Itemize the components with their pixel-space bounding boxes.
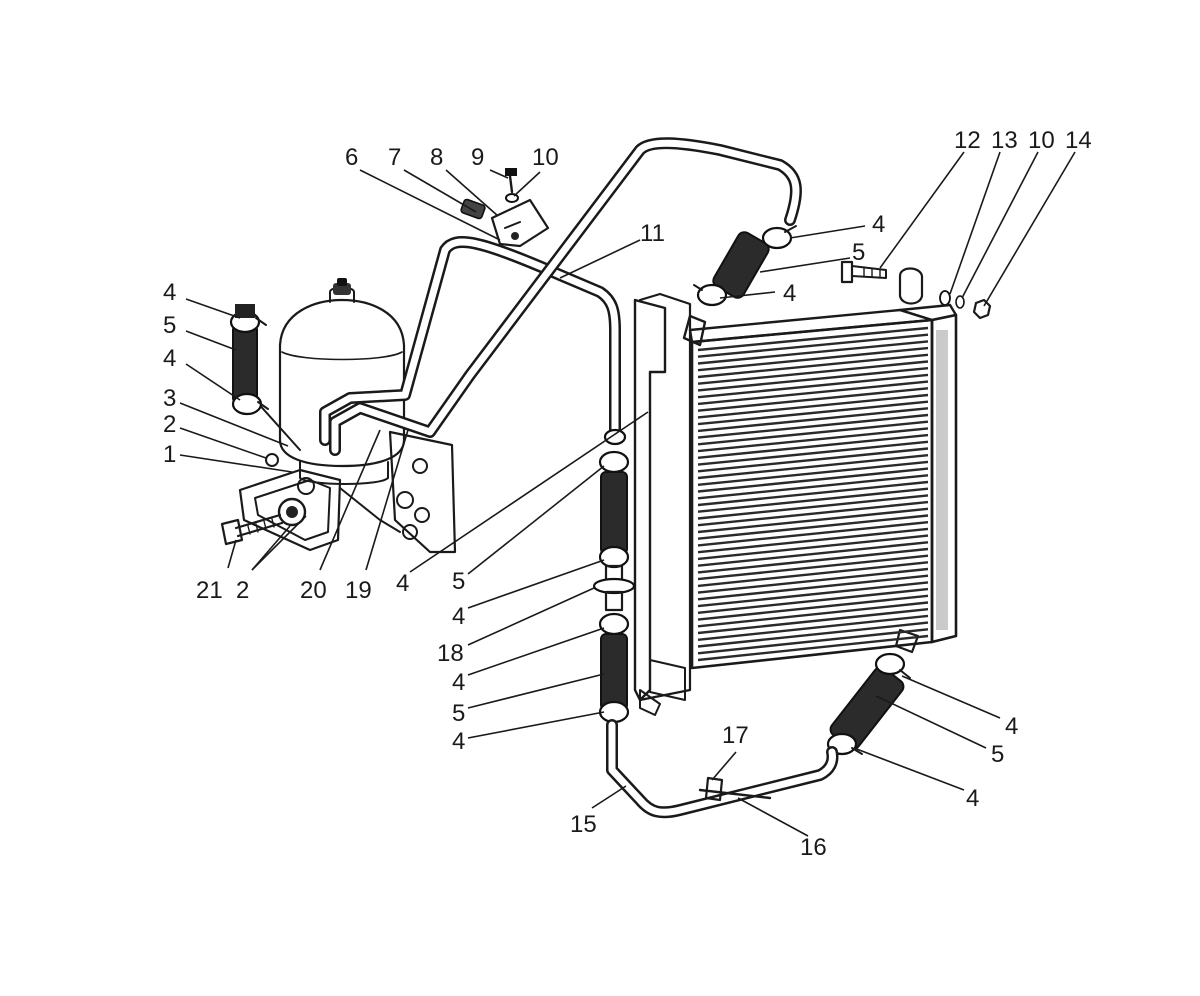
callout-label: 5: [452, 700, 465, 727]
radiator-fin: [697, 567, 929, 594]
radiator-fin: [697, 427, 929, 453]
clamp-bracket-assembly: [460, 168, 550, 248]
callout-label: 10: [1028, 127, 1055, 154]
radiator-fin: [697, 333, 929, 358]
upper-radiator-hose: [682, 225, 797, 347]
adapter-block: [220, 453, 342, 552]
callout-label: 5: [163, 312, 176, 339]
radiator-fin: [697, 487, 929, 513]
mount-hardware: [840, 260, 992, 320]
callout-label: 7: [388, 144, 401, 171]
radiator-fin: [697, 587, 929, 614]
leader-lines: [179, 151, 1076, 837]
radiator-fin: [697, 621, 929, 648]
radiator-fin: [697, 440, 929, 466]
callout-label: 4: [396, 570, 409, 597]
radiator-fin: [697, 367, 929, 392]
radiator-fin: [697, 346, 929, 372]
callout-label: 9: [471, 144, 484, 171]
radiator-fin: [697, 433, 929, 459]
callout-label: 11: [640, 220, 665, 247]
radiator-fin: [697, 447, 929, 473]
radiator-fin: [697, 541, 929, 567]
callout-label: 3: [163, 385, 176, 412]
callout-label: 8: [430, 144, 443, 171]
radiator-fin: [697, 360, 929, 385]
mounting-plate: [339, 430, 457, 554]
radiator-fin: [697, 400, 929, 426]
callout-label: 4: [452, 669, 465, 696]
radiator-fin: [697, 500, 929, 527]
callout-label: 16: [800, 834, 827, 861]
callout-label: 12: [954, 127, 981, 154]
radiator-fin: [697, 413, 929, 439]
return-hose-stack: [592, 450, 636, 724]
callout-label: 13: [991, 127, 1018, 154]
oil-pipe-19: [329, 137, 802, 456]
radiator-fin: [697, 467, 929, 493]
radiator-fin: [697, 380, 929, 406]
callout-label: 19: [345, 577, 372, 604]
callout-label: 4: [966, 785, 979, 812]
radiator-fin: [697, 534, 929, 561]
radiator-fin: [697, 407, 929, 433]
radiator-fin: [697, 554, 929, 581]
radiator-fin: [697, 574, 929, 601]
callout-label: 2: [236, 577, 249, 604]
radiator-fin: [697, 340, 929, 365]
radiator-fin: [697, 420, 929, 446]
radiator-fin: [697, 527, 929, 554]
radiator-fin: [697, 614, 929, 641]
callout-label: 5: [452, 568, 465, 595]
callout-label: 5: [991, 741, 1004, 768]
radiator-fin: [697, 601, 929, 628]
callout-label: 21: [196, 577, 223, 604]
callout-label: 4: [452, 728, 465, 755]
radiator-fin: [697, 353, 929, 379]
radiator-fin: [697, 547, 929, 574]
radiator-fin: [697, 387, 929, 412]
radiator-fin: [697, 514, 929, 540]
callout-label: 20: [300, 577, 327, 604]
radiator-fin: [697, 373, 929, 399]
oil-filter-housing: [278, 278, 406, 485]
callout-label: 4: [163, 279, 176, 306]
oil-cooler-radiator: [633, 292, 958, 716]
oil-pipe-20: [319, 236, 627, 446]
callout-label: 17: [722, 722, 749, 749]
radiator-fin: [697, 634, 929, 662]
callout-label: 15: [570, 811, 597, 838]
radiator-fin: [697, 561, 929, 588]
radiator-fin: [697, 460, 929, 486]
radiator-fin: [697, 581, 929, 608]
radiator-fin: [697, 608, 929, 635]
callout-label: 1: [163, 441, 176, 468]
callout-label: 2: [163, 411, 176, 438]
callout-label: 6: [345, 144, 358, 171]
radiator-fin: [697, 454, 929, 480]
callout-label: 4: [783, 280, 796, 307]
callout-label: 4: [452, 603, 465, 630]
radiator-fin: [697, 393, 929, 419]
callout-label: 4: [163, 345, 176, 372]
radiator-fin: [697, 628, 929, 655]
callout-label: 4: [872, 211, 885, 238]
callout-labels: 1 2 3 4 5 4 21 2 20 19 6 7 8 9 10 11 4 5…: [163, 127, 1092, 861]
radiator-fin: [697, 594, 929, 621]
lower-oil-pipe-15: [606, 719, 839, 819]
radiator-fin: [697, 326, 929, 352]
radiator-fin: [697, 521, 929, 547]
callout-label: 18: [437, 640, 464, 667]
callout-label: 14: [1065, 127, 1092, 154]
radiator-fin: [697, 494, 929, 520]
callout-label: 4: [1005, 713, 1018, 740]
lower-radiator-hose: [826, 652, 911, 756]
radiator-fin: [697, 474, 929, 500]
radiator-fin: [697, 507, 929, 534]
callout-label: 10: [532, 144, 559, 171]
radiator-fin: [697, 480, 929, 507]
callout-label: 5: [852, 239, 865, 266]
